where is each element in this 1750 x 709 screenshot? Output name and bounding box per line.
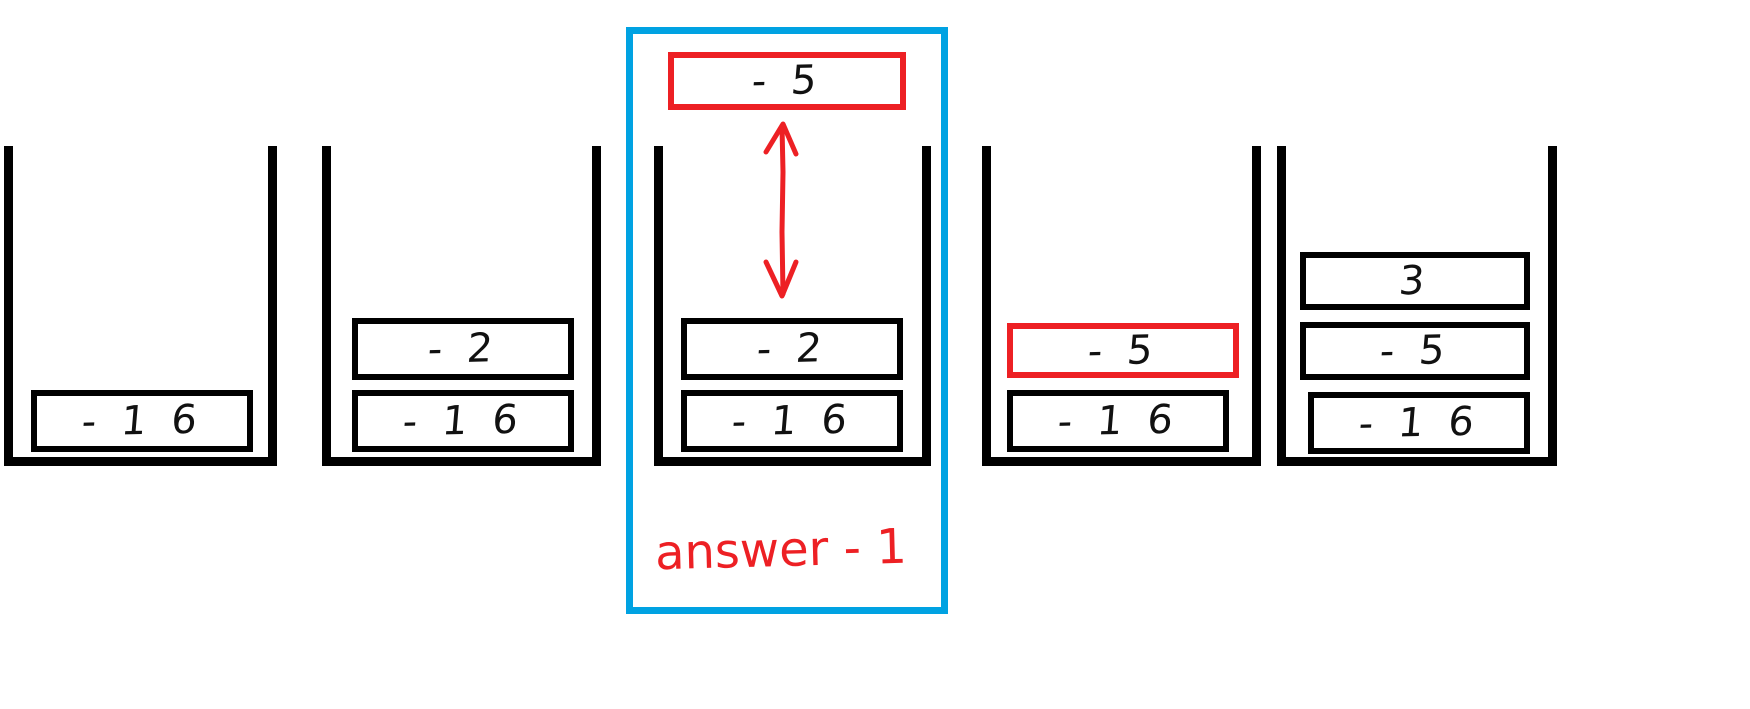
stack-3-cell-0-value: - 2 [754, 325, 830, 373]
stack-5-right-wall [1548, 146, 1557, 466]
stack-5-cell-0-value: 3 [1397, 257, 1433, 305]
stack-4-cell-1-value: - 1 6 [1055, 396, 1181, 446]
stack-3-right-wall [922, 146, 931, 466]
stack-5-bottom-wall [1277, 457, 1557, 466]
stack-1-cell-0-value: - 1 6 [79, 396, 205, 446]
stack-4-cell-0[interactable]: - 5 [1007, 323, 1239, 378]
stack-5-cell-0[interactable]: 3 [1300, 252, 1530, 310]
stack-3-left-wall [654, 146, 663, 466]
stack-4-cell-1[interactable]: - 1 6 [1007, 390, 1229, 452]
stack-3-cell-1[interactable]: - 1 6 [681, 390, 903, 452]
stack-2-right-wall [592, 146, 601, 466]
stack-3-cell-0[interactable]: - 2 [681, 318, 903, 380]
stack-3-popped-cell-value: - 5 [749, 57, 825, 105]
answer-highlight-box [626, 27, 948, 614]
stack-3-bottom-wall [654, 457, 931, 466]
stack-2-bottom-wall [322, 457, 601, 466]
stack-4-cell-0-value: - 5 [1085, 326, 1161, 375]
stack-2-cell-0-value: - 2 [425, 325, 501, 373]
stack-1-left-wall [4, 146, 13, 466]
stack-4-right-wall [1252, 146, 1261, 466]
stack-5-cell-1-value: - 5 [1377, 327, 1453, 375]
stack-5-cell-2[interactable]: - 1 6 [1308, 392, 1530, 454]
stack-2-left-wall [322, 146, 331, 466]
stack-1-cell-0[interactable]: - 1 6 [31, 390, 253, 452]
stack-1-bottom-wall [4, 457, 277, 466]
stack-5-cell-2-value: - 1 6 [1356, 398, 1482, 448]
stack-4-bottom-wall [982, 457, 1261, 466]
stack-1-right-wall [268, 146, 277, 466]
stack-3-popped-cell[interactable]: - 5 [668, 52, 906, 110]
stack-5-left-wall [1277, 146, 1286, 466]
stack-2-cell-1[interactable]: - 1 6 [352, 390, 574, 452]
answer-annotation: answer - 1 [654, 518, 908, 582]
stack-3-cell-1-value: - 1 6 [729, 396, 855, 446]
stack-5-cell-1[interactable]: - 5 [1300, 322, 1530, 380]
stack-2-cell-1-value: - 1 6 [400, 396, 526, 446]
stack-2-cell-0[interactable]: - 2 [352, 318, 574, 380]
stack-4-left-wall [982, 146, 991, 466]
